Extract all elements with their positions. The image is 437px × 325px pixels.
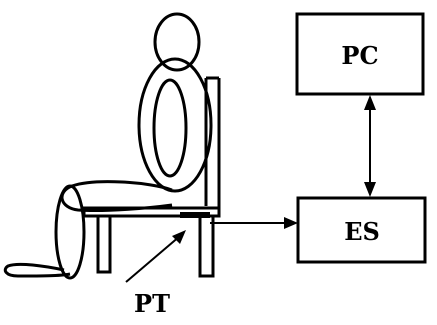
chair [82,76,221,278]
person-arm [152,78,188,178]
es-box [296,196,427,264]
pc-label: PC [341,41,378,70]
person-head [153,12,201,72]
chair-back-leg [198,216,215,278]
chair-seat [82,206,221,218]
pt-pointer-arrow [125,230,186,283]
chair-front-leg [96,216,112,274]
person-torso [137,57,213,193]
es-label: ES [344,217,380,246]
pc-es-bidirectional-arrow [364,95,376,197]
chair-backrest [204,76,221,214]
pc-box [295,12,425,96]
person-lower-leg [54,184,86,280]
person-foot [3,262,71,278]
seated-person-figure [3,12,213,280]
pt-label: PT [134,289,170,318]
sensor-to-es-arrow [210,217,298,229]
pressure-transducer [180,212,210,218]
